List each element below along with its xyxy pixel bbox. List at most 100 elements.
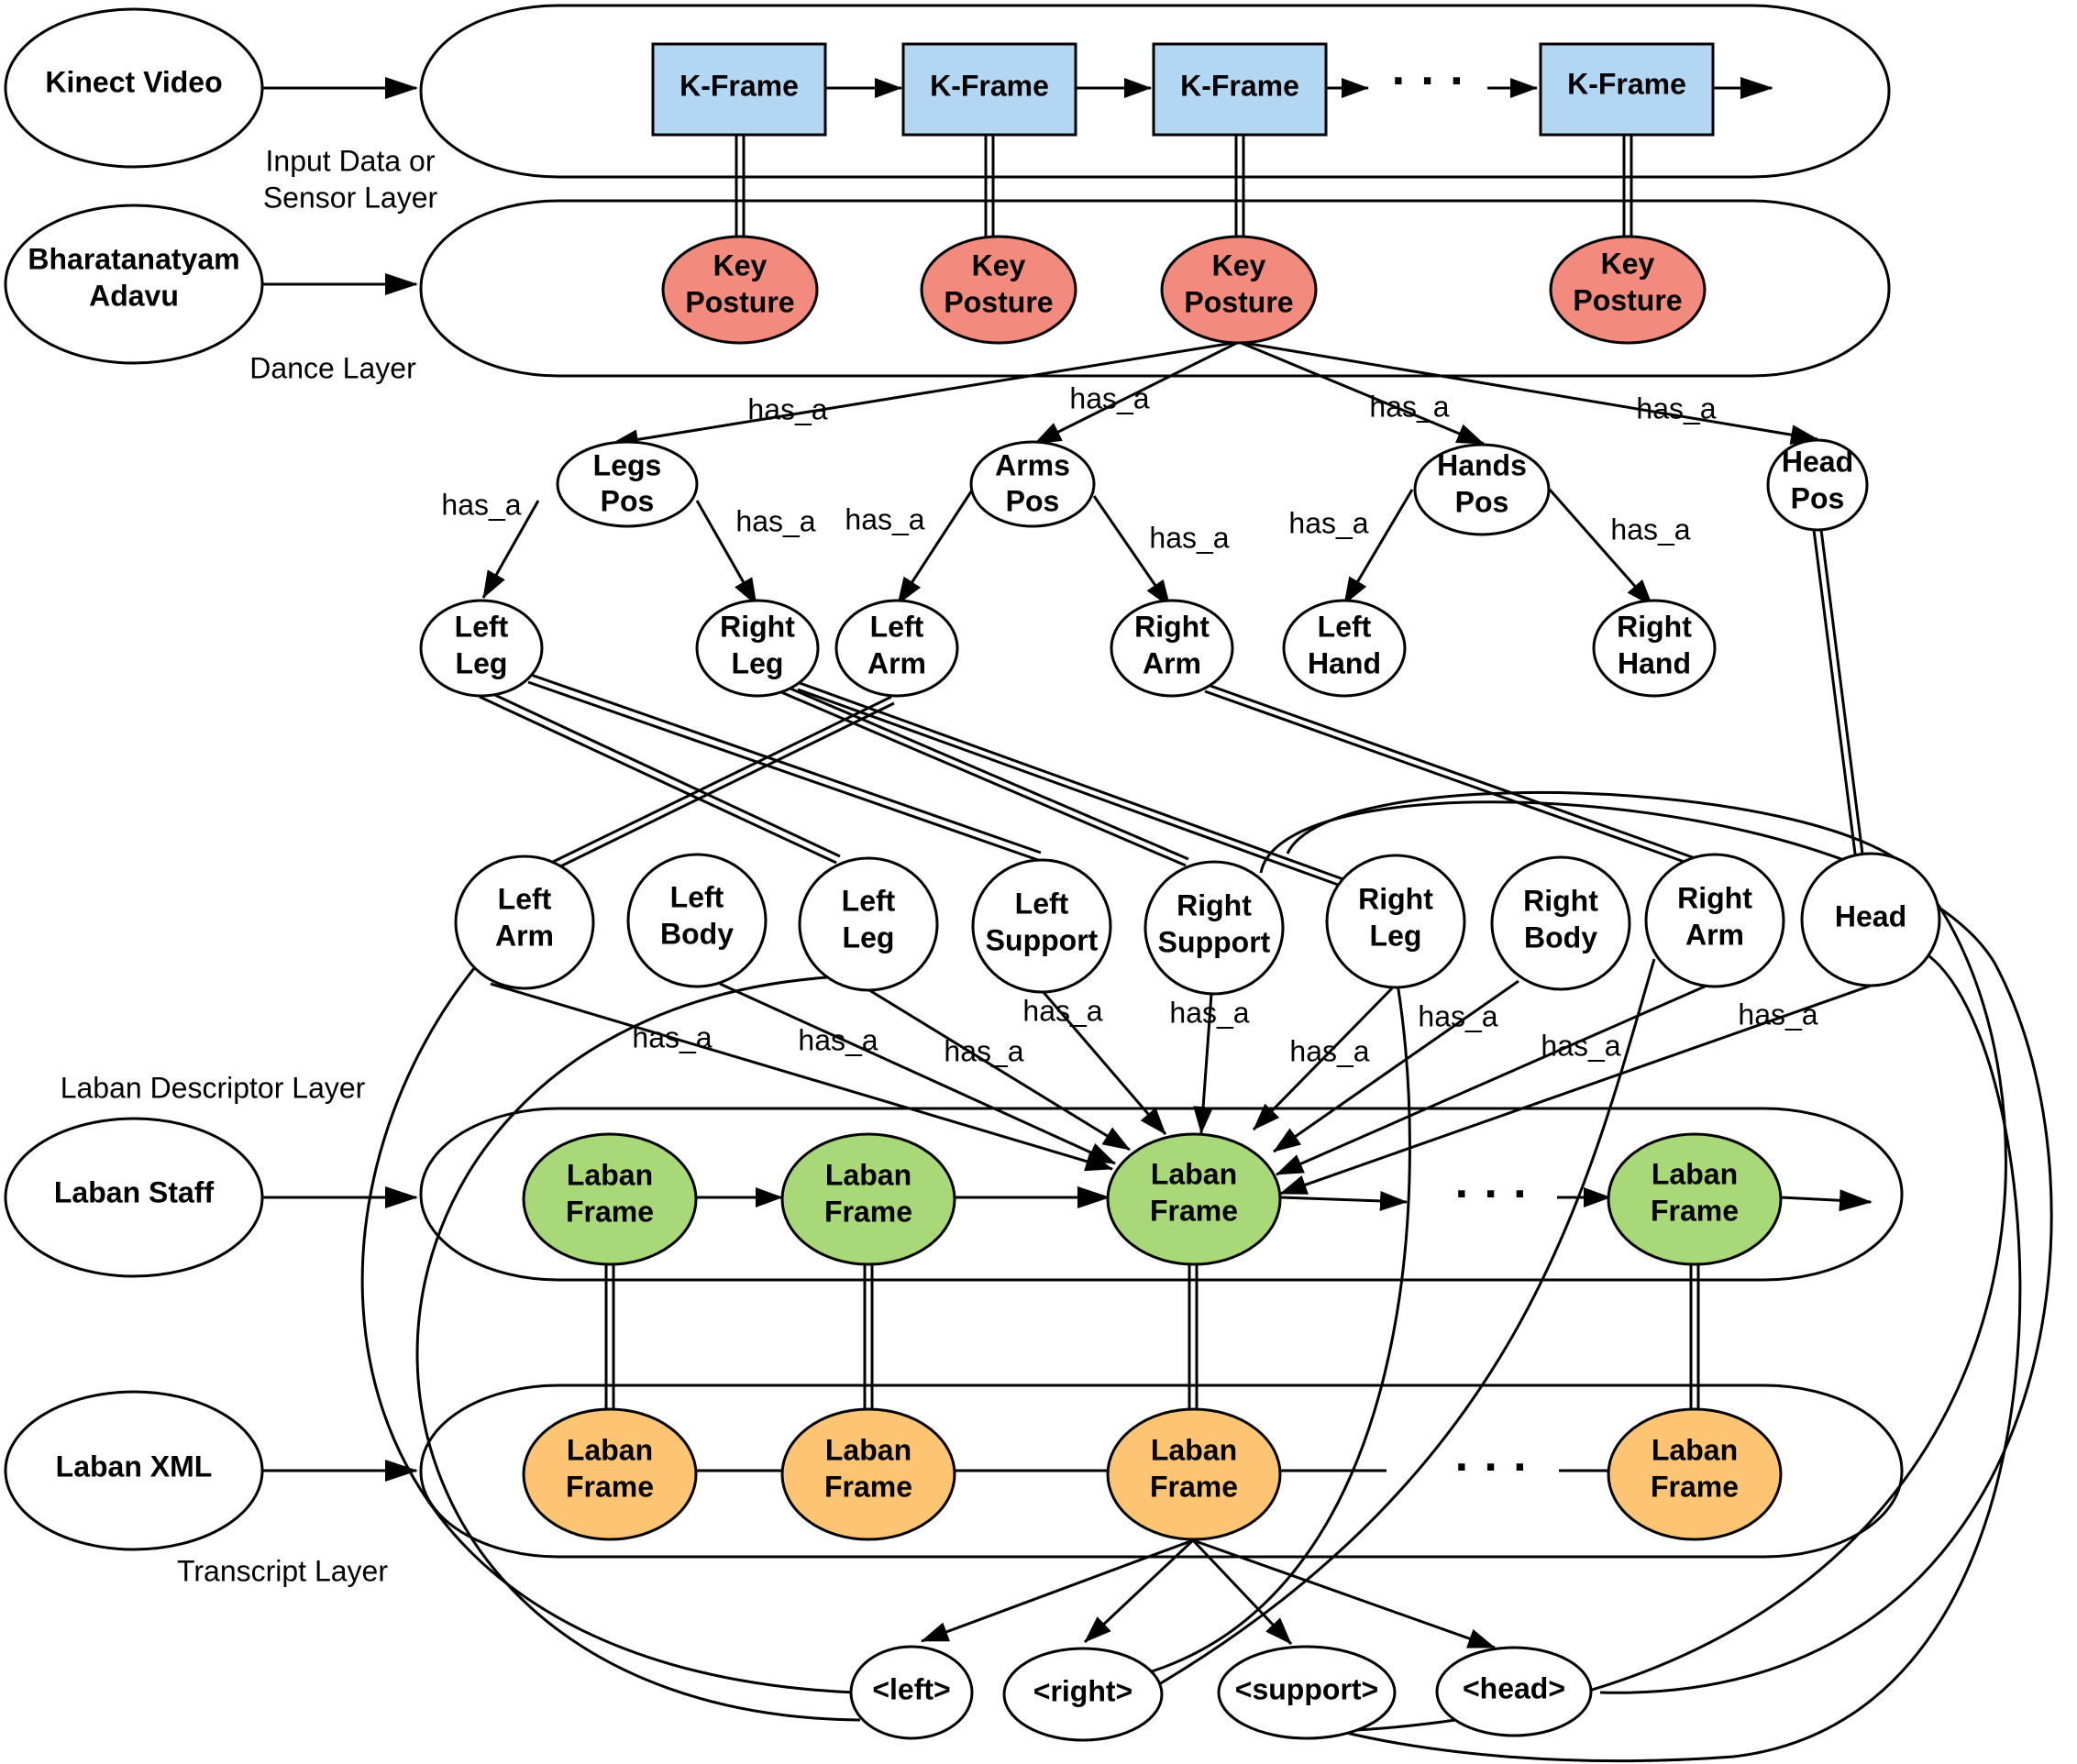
right-leg-l2: Leg [732,646,784,679]
xml-tag-left-node [849,1645,974,1740]
has-a-label: has_a [747,392,827,425]
laban-left-arm-node [454,854,595,990]
laban-xml-label: Laban XML [56,1450,213,1483]
laban-left-body-node [626,853,768,988]
laban-staff-frame-3-l1: Laban [1151,1157,1237,1190]
laban-staff-ellipsis: · · · [1455,1168,1530,1221]
k-frame-3-label: K-Frame [1180,69,1299,102]
laban-staff-label: Laban Staff [54,1175,215,1208]
hands-pos-l1: Hands [1437,448,1527,481]
kinect-video-label: Kinect Video [45,65,222,98]
laban-right-body-node [1490,855,1631,991]
laban-xml-frame-3-l1: Laban [1151,1433,1237,1466]
laban-staff-node [4,1117,264,1278]
laban-left-arm-l1: Left [498,882,552,915]
laban-left-leg-node [798,856,939,992]
k-frame-ellipsis: · · · [1392,55,1466,108]
laban-staff-frame-4 [1607,1132,1783,1266]
laban-right-arm-node [1644,853,1785,988]
right-leg-node [695,599,820,698]
has-a-label: has_a [1418,999,1497,1032]
right-arm-l2: Arm [1143,646,1201,679]
laban-staff-frame-1-l1: Laban [567,1158,653,1191]
laban-left-body-l2: Body [660,917,734,950]
laban-left-leg-l2: Leg [843,921,895,954]
adavu-label-line1: Bharatanatyam [28,242,239,275]
laban-left-support-l2: Support [986,923,1099,956]
laban-head-node [1800,852,1941,987]
left-arm-l1: Left [870,610,924,643]
xml-tag-support-node [1217,1645,1397,1740]
laban-right-support-l1: Right [1177,888,1252,921]
left-hand-l1: Left [1318,610,1372,643]
xml-tag-left-label: <left> [872,1672,950,1705]
arms-pos-l2: Pos [1006,484,1060,517]
key-posture-1-l2: Posture [685,285,794,318]
key-posture-4-l1: Key [1601,247,1655,280]
hands-pos-node [1413,443,1551,536]
has-a-label: has_a [1738,998,1817,1031]
laban-xml-frame-2 [780,1407,956,1541]
laban-xml-frame-3-l2: Frame [1150,1470,1238,1503]
xml-tag-support-label: <support> [1235,1672,1378,1705]
left-arm-l2: Arm [867,646,926,679]
has-a-label: has_a [632,1020,712,1053]
left-leg-l2: Leg [456,646,508,679]
laban-right-arm-l2: Arm [1685,918,1744,951]
laban-staff-frame-2-l1: Laban [825,1158,911,1191]
dance-layer-container [419,199,1891,378]
laban-xml-frame-1-l2: Frame [566,1470,654,1503]
transcript-layer-title: Transcript Layer [177,1554,388,1587]
xml-tag-head-node [1435,1646,1593,1737]
bharatanatyam-adavu-node [4,204,264,365]
right-hand-node [1592,599,1717,698]
key-posture-2 [920,235,1077,345]
key-posture-1 [661,235,819,345]
head-pos-l2: Pos [1791,481,1845,514]
laban-xml-frame-1-l1: Laban [567,1433,653,1466]
laban-staff-frame-1-l2: Frame [566,1195,654,1228]
k-frame-1 [651,42,827,137]
right-arm-l1: Right [1134,610,1210,643]
k-frame-4 [1539,42,1715,137]
laban-right-body-l2: Body [1524,921,1597,954]
legs-pos-node [556,440,699,528]
laban-staff-frame-2 [780,1132,956,1266]
has-a-label: has_a [1069,381,1149,414]
has-a-label: has_a [1289,1034,1369,1067]
laban-head-label: Head [1835,899,1906,932]
input-layer-title-line2: Sensor Layer [263,181,438,214]
left-leg-node [419,599,544,698]
key-posture-3 [1160,235,1318,345]
key-posture-3-l2: Posture [1184,285,1293,318]
laban-left-support-node [971,858,1112,994]
laban-staff-frame-4-l2: Frame [1651,1194,1739,1227]
has-a-label: has_a [1022,994,1102,1027]
xml-tag-right-node [1002,1647,1164,1742]
laban-staff-frame-4-l1: Laban [1652,1157,1738,1190]
laban-xml-frame-1 [522,1407,698,1541]
has-a-label: has_a [798,1023,878,1056]
key-posture-2-l1: Key [972,248,1026,281]
key-posture-1-l1: Key [713,248,768,281]
head-pos-l1: Head [1782,445,1853,478]
k-frame-4-label: K-Frame [1567,67,1686,100]
hands-pos-l2: Pos [1455,485,1509,518]
laban-xml-ellipsis: · · · [1455,1441,1530,1494]
laban-xml-frame-2-l1: Laban [825,1433,911,1466]
head-pos-node [1766,438,1869,532]
k-frame-3 [1152,42,1328,137]
right-hand-l2: Hand [1618,646,1691,679]
laban-staff-frame-3 [1106,1132,1282,1266]
right-arm-node [1110,599,1234,698]
right-leg-l1: Right [720,610,795,643]
left-leg-l1: Left [455,610,509,643]
legs-pos-l2: Pos [601,484,655,517]
input-layer-container [419,4,1891,179]
has-a-label: has_a [1149,521,1229,554]
laban-xml-frame-4 [1607,1407,1783,1541]
has-a-label: has_a [1369,390,1449,423]
laban-xml-frame-4-l2: Frame [1651,1470,1739,1503]
laban-xml-frame-3 [1106,1407,1282,1541]
